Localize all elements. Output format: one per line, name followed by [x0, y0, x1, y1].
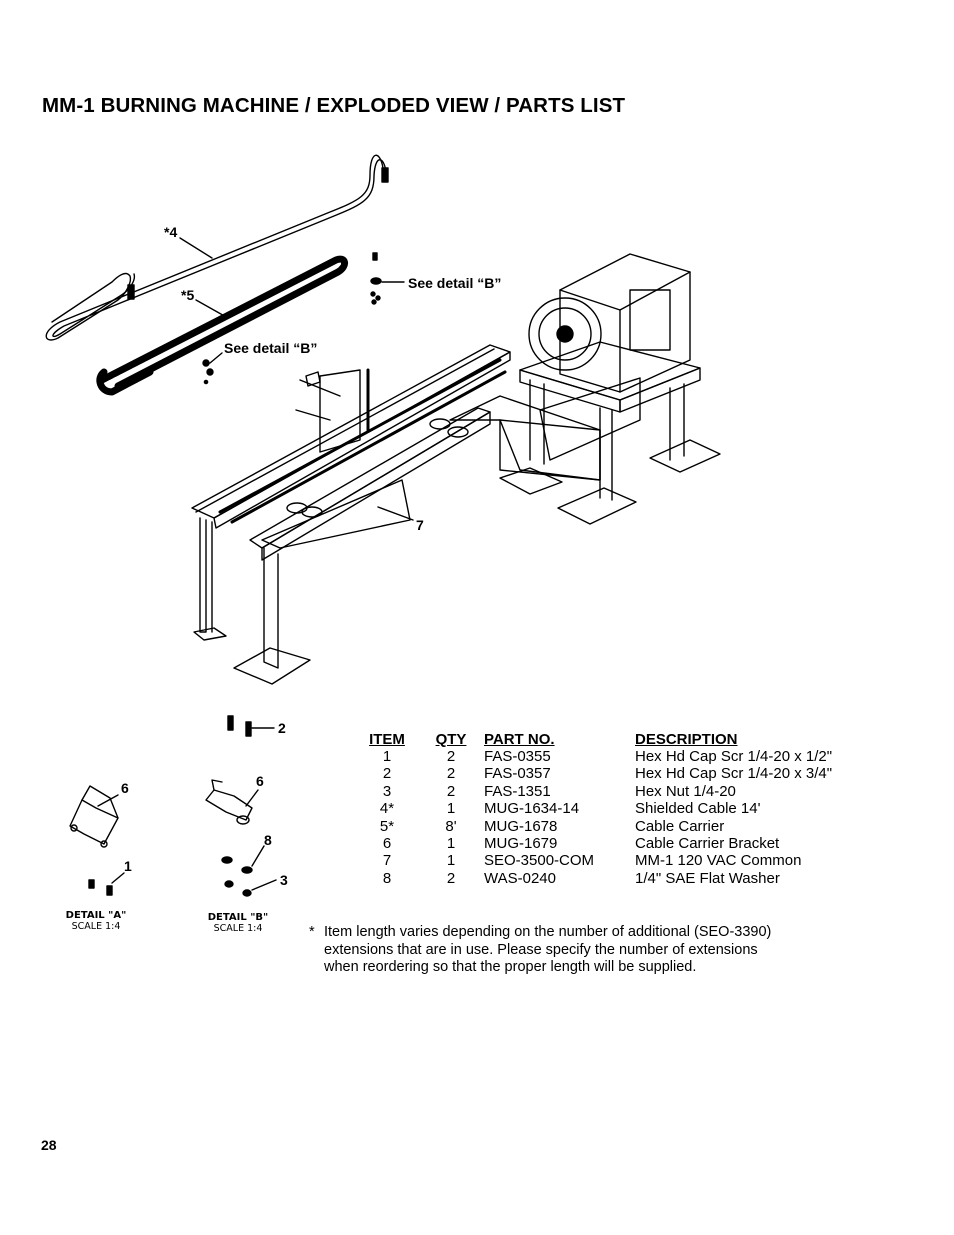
detail-b-scale: SCALE 1:4	[213, 923, 263, 934]
cell-item: 5*	[379, 817, 395, 835]
cell-item: 6	[382, 835, 392, 853]
table-row: 2 2 FAS-0357 Hex Hd Cap Scr 1/4-20 x 3/4…	[356, 765, 865, 782]
cell-qty: 2	[446, 765, 456, 783]
detail-a-drawing	[69, 785, 125, 896]
callout-2: 2	[278, 720, 286, 736]
callout-4: *4	[164, 224, 178, 240]
callout-8: 8	[264, 832, 272, 848]
parts-table-header-row: ITEM QTY PART NO. DESCRIPTION	[356, 731, 865, 748]
cell-qty: 2	[446, 869, 456, 887]
cell-part-no: MUG-1679	[484, 835, 558, 853]
header-item: ITEM	[369, 731, 405, 748]
callout-3: 3	[280, 872, 288, 888]
table-row: 8 2 WAS-0240 1/4" SAE Flat Washer	[356, 870, 865, 887]
cell-description: Hex Nut 1/4-20	[635, 782, 736, 800]
detail-b-drawing	[205, 715, 277, 897]
parts-list-table: ITEM QTY PART NO. DESCRIPTION 1 2 FAS-03…	[356, 731, 865, 887]
detail-b-hardware-top	[202, 252, 405, 385]
header-part-no: PART NO.	[484, 731, 555, 748]
cell-description: Cable Carrier Bracket	[635, 835, 780, 853]
table-row: 1 2 FAS-0355 Hex Hd Cap Scr 1/4-20 x 1/2…	[356, 748, 865, 765]
cell-item: 8	[382, 869, 392, 887]
cell-qty: 1	[446, 835, 456, 853]
shielded-cable	[45, 154, 389, 341]
cell-qty: 8'	[445, 817, 457, 835]
cable-carrier	[96, 255, 348, 396]
cell-part-no: WAS-0240	[484, 869, 556, 887]
burning-machine-rotator	[499, 253, 721, 525]
detail-b-title: DETAIL "B"	[207, 912, 269, 923]
track-assembly	[191, 344, 601, 685]
table-row: 7 1 SEO-3500-COM MM-1 120 VAC Common	[356, 852, 865, 869]
detail-a-title: DETAIL "A"	[65, 910, 127, 921]
cell-description: Hex Hd Cap Scr 1/4-20 x 1/2"	[635, 748, 833, 765]
cell-description: 1/4" SAE Flat Washer	[635, 869, 780, 887]
cell-part-no: FAS-0355	[484, 748, 551, 765]
callout-1: 1	[124, 858, 132, 874]
cell-qty: 2	[446, 748, 456, 765]
header-description: DESCRIPTION	[635, 731, 738, 748]
cell-qty: 2	[446, 782, 456, 800]
cell-qty: 1	[446, 852, 456, 870]
cell-description: MM-1 120 VAC Common	[635, 852, 802, 870]
table-row: 3 2 FAS-1351 Hex Nut 1/4-20	[356, 783, 865, 800]
page-title: MM-1 BURNING MACHINE / EXPLODED VIEW / P…	[42, 94, 626, 117]
cell-qty: 1	[446, 800, 456, 818]
cell-description: Shielded Cable 14'	[635, 800, 761, 818]
cell-part-no: MUG-1678	[484, 817, 558, 835]
cell-part-no: FAS-1351	[484, 782, 551, 800]
callout-5: *5	[181, 287, 195, 303]
table-row: 4* 1 MUG-1634-14 Shielded Cable 14'	[356, 800, 865, 817]
see-detail-b-label-right: See detail “B”	[408, 275, 502, 291]
callout-7: 7	[416, 517, 424, 533]
cell-item: 7	[382, 852, 392, 870]
table-row: 5* 8' MUG-1678 Cable Carrier	[356, 818, 865, 835]
cell-part-no: FAS-0357	[484, 765, 551, 783]
callout-6-detail-a: 6	[121, 780, 129, 796]
see-detail-b-label-left: See detail “B”	[224, 340, 318, 356]
cell-description: Cable Carrier	[635, 817, 725, 835]
header-qty: QTY	[435, 731, 467, 748]
cell-item: 4*	[379, 800, 395, 818]
callout-6-detail-b: 6	[256, 773, 264, 789]
cell-item: 3	[382, 782, 392, 800]
cell-part-no: SEO-3500-COM	[484, 852, 595, 870]
cell-part-no: MUG-1634-14	[484, 800, 580, 818]
cell-description: Hex Hd Cap Scr 1/4-20 x 3/4"	[635, 765, 833, 783]
detail-a-scale: SCALE 1:4	[71, 921, 121, 932]
cell-item: 2	[382, 765, 392, 783]
leader-lines	[179, 237, 414, 729]
table-row: 6 1 MUG-1679 Cable Carrier Bracket	[356, 835, 865, 852]
page-number: 28	[41, 1137, 57, 1153]
cell-item: 1	[382, 748, 392, 765]
footnote-asterisk: *	[309, 924, 315, 940]
footnote-text: Item length varies depending on the numb…	[324, 924, 772, 975]
